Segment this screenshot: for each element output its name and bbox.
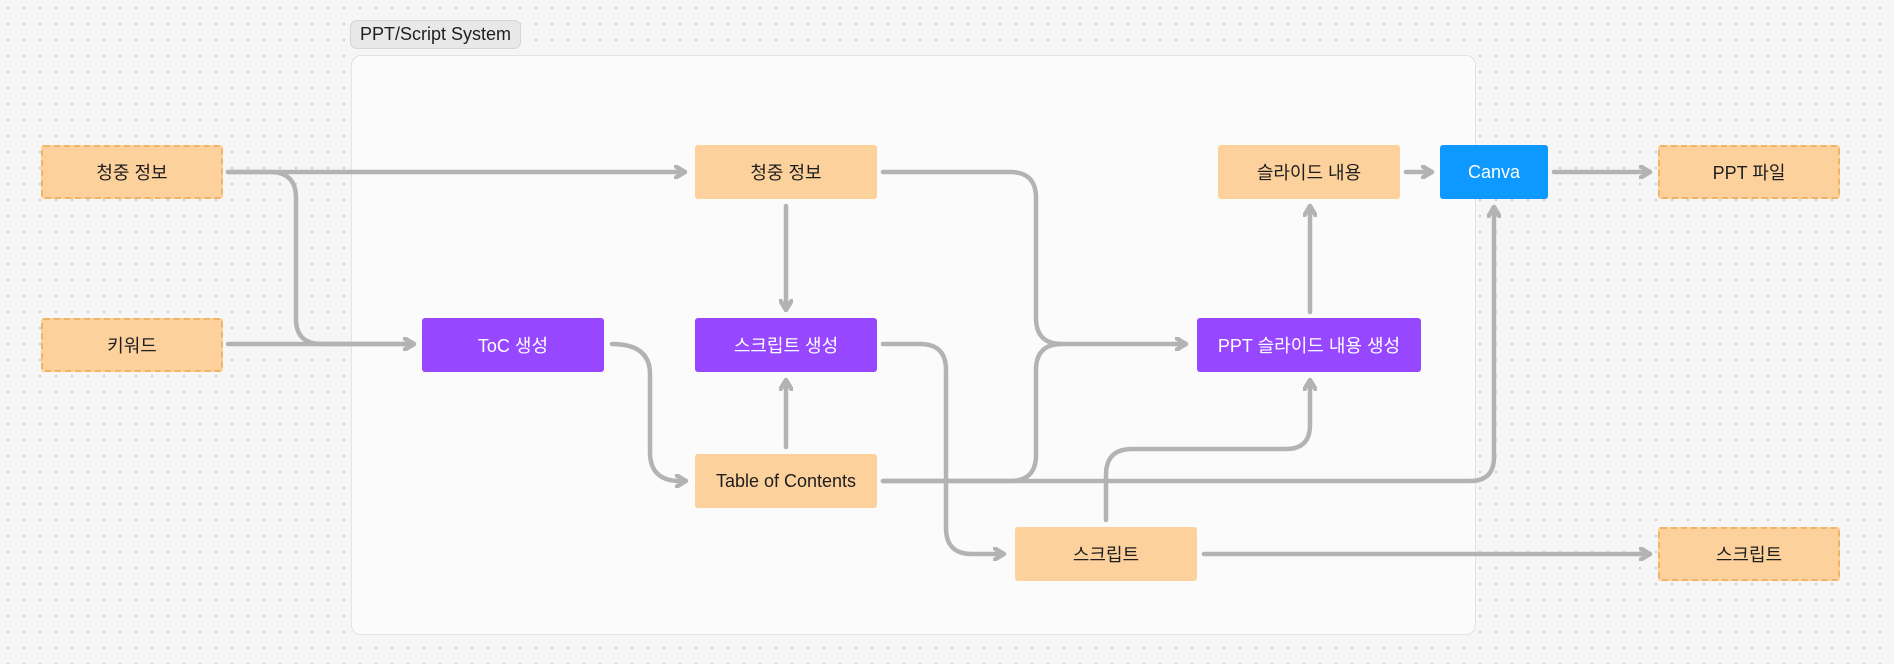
edge-input-audience-to-toc-gen <box>225 169 417 344</box>
system-group-label: PPT/Script System <box>350 20 522 49</box>
node-output-script[interactable]: 스크립트 <box>1658 527 1840 581</box>
node-table-of-contents[interactable]: Table of Contents <box>695 454 877 508</box>
node-input-audience[interactable]: 청중 정보 <box>41 145 223 199</box>
node-slide-content[interactable]: 슬라이드 내용 <box>1218 145 1400 199</box>
edge-toc-gen-to-toc <box>609 341 689 481</box>
edge-script-gen-to-script <box>880 341 1007 554</box>
node-script[interactable]: 스크립트 <box>1015 527 1197 581</box>
edge-script-to-ppt-slide-gen <box>1103 377 1310 523</box>
node-input-keyword[interactable]: 키워드 <box>41 318 223 372</box>
node-toc-generation[interactable]: ToC 생성 <box>422 318 604 372</box>
edge-toc-to-canva <box>880 204 1494 484</box>
edge-toc-to-ppt-slide-gen <box>880 341 1065 484</box>
node-script-generation[interactable]: 스크립트 생성 <box>695 318 877 372</box>
node-output-ppt-file[interactable]: PPT 파일 <box>1658 145 1840 199</box>
node-canva[interactable]: Canva <box>1440 145 1548 199</box>
edge-audience-to-ppt-slide-gen <box>880 169 1189 344</box>
node-ppt-slide-content-generation[interactable]: PPT 슬라이드 내용 생성 <box>1197 318 1421 372</box>
node-audience[interactable]: 청중 정보 <box>695 145 877 199</box>
